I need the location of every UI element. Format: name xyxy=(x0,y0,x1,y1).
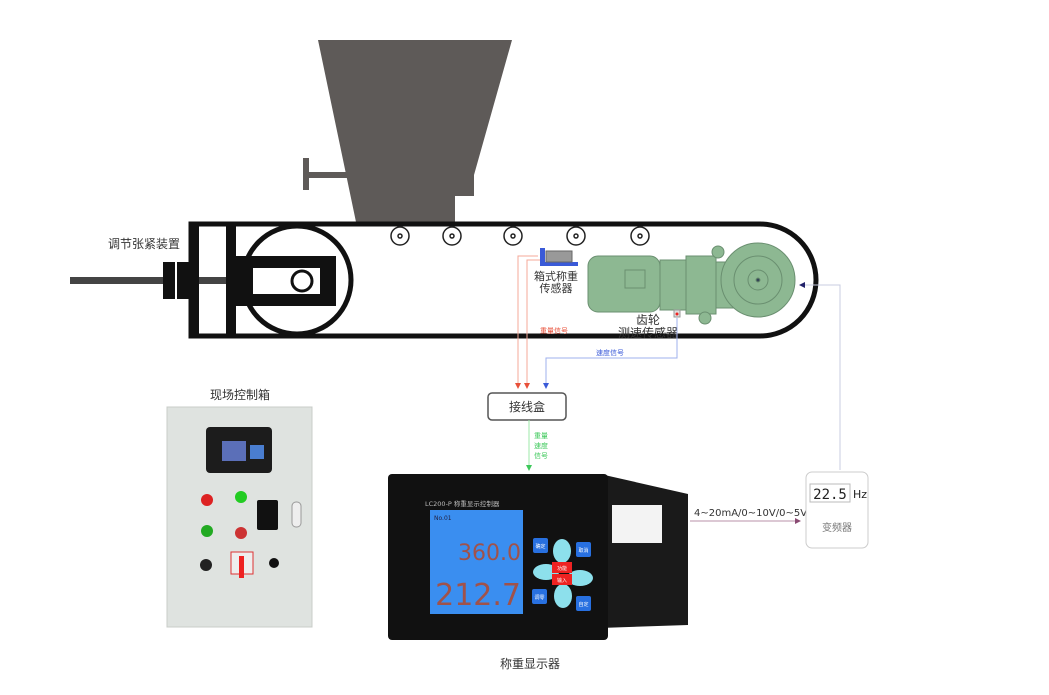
vfd-feedback-line xyxy=(799,282,841,470)
control-cabinet-label: 现场控制箱 xyxy=(210,387,270,402)
main-switch-handle xyxy=(239,556,244,578)
function-key[interactable] xyxy=(552,562,572,573)
selector-switch xyxy=(200,559,212,571)
drive-motor xyxy=(587,242,796,325)
display-screen xyxy=(430,510,523,614)
display-controller-label: 称重显示器 xyxy=(500,657,560,671)
svg-text:输入: 输入 xyxy=(557,577,567,584)
load-cell-label-1: 箱式称重 xyxy=(534,269,578,283)
weight-signal-label: 重量信号 xyxy=(540,326,568,335)
junction-box-label: 接线盒 xyxy=(509,399,545,414)
green-indicator-light xyxy=(235,491,247,503)
load-cell-label-2: 传感器 xyxy=(540,282,573,295)
push-button xyxy=(269,558,279,568)
custom-key[interactable] xyxy=(576,596,591,611)
vfd-frequency-unit: Hz xyxy=(853,488,867,501)
idler-rollers xyxy=(390,226,650,246)
belt-conveyor xyxy=(188,221,819,339)
up-arrow-key[interactable] xyxy=(553,539,571,563)
combined-signal-label-3: 信号 xyxy=(534,451,548,460)
tensioner-device xyxy=(70,262,226,299)
svg-text:功能: 功能 xyxy=(557,565,567,572)
feed-hopper xyxy=(303,40,512,222)
load-cell-sensor xyxy=(540,248,578,266)
red-indicator-light xyxy=(201,494,213,506)
gear-sensor-label-2: 测速传感器 xyxy=(618,325,678,340)
gear-sensor-label-1: 齿轮 xyxy=(636,313,660,327)
vfd-box xyxy=(805,471,869,549)
output-signal-label: 4~20mA/0~10V/0~5V xyxy=(694,508,807,519)
input-key[interactable] xyxy=(552,574,572,585)
weight-signal-line xyxy=(515,255,538,389)
speed-signal-label: 速度信号 xyxy=(596,348,624,357)
svg-text:调零: 调零 xyxy=(534,594,544,601)
combined-signal-label-1: 重量 xyxy=(534,432,548,440)
vfd-frequency-value: 22.5 xyxy=(813,487,847,503)
cancel-key[interactable] xyxy=(576,542,591,557)
green-indicator-light xyxy=(201,525,213,537)
display-model-label: LC200-P 称重显示控制器 xyxy=(425,499,500,508)
vfd-label: 变频器 xyxy=(822,521,852,534)
down-arrow-key[interactable] xyxy=(554,584,572,608)
right-arrow-key[interactable] xyxy=(567,570,593,586)
display-value-top: 360.0 xyxy=(458,541,521,566)
speed-signal-line xyxy=(543,318,678,389)
weight-signal-line xyxy=(524,259,540,389)
display-value-bottom: 212.7 xyxy=(435,578,521,613)
svg-text:自定: 自定 xyxy=(578,601,588,608)
confirm-key[interactable] xyxy=(533,538,548,553)
red-indicator-light xyxy=(235,527,247,539)
junction-box xyxy=(487,392,567,421)
combined-signal-label-2: 速度 xyxy=(534,441,548,450)
display-keypad[interactable]: 确定 取消 功能 输入 调零 自定 xyxy=(532,538,593,611)
display-channel: No.01 xyxy=(434,515,452,522)
tensioner-label: 调节张紧装置 xyxy=(108,237,180,251)
weighing-display-controller: LC200-P 称重显示控制器 No.01 360.0 212.7 xyxy=(388,474,688,640)
svg-text:确定: 确定 xyxy=(535,543,545,550)
vfd-readout-box xyxy=(809,483,851,503)
control-cabinet xyxy=(166,406,313,628)
svg-text:取消: 取消 xyxy=(578,547,588,554)
zero-key[interactable] xyxy=(532,589,547,604)
